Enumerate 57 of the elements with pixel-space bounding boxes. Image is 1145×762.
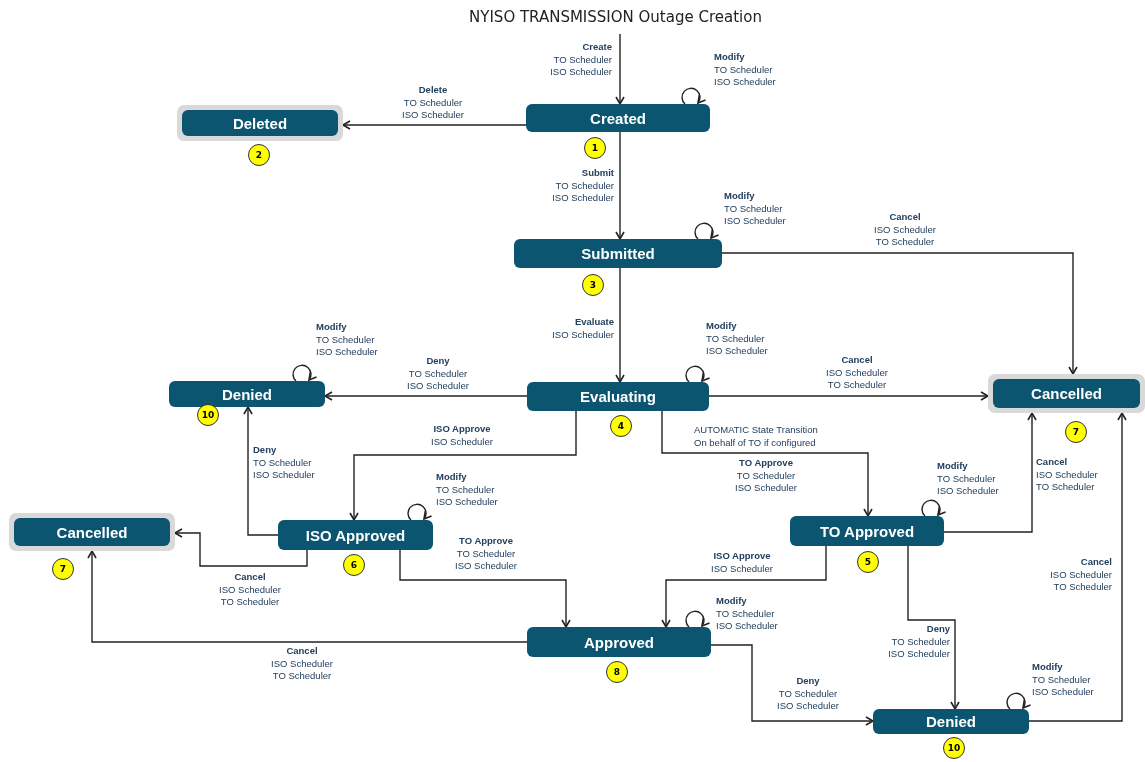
state-box [790, 516, 944, 546]
transition-arrow [324, 391, 528, 401]
state-number: 7 [52, 558, 74, 580]
state-name: Deleted [232, 114, 288, 132]
self-loop-arrow [685, 610, 711, 628]
transition-arrow [1028, 412, 1127, 722]
state-box [514, 239, 722, 268]
state-number: 5 [857, 551, 879, 573]
state-number: 10 [197, 404, 219, 426]
state-number: 1 [584, 137, 606, 159]
state-name: Evaluating [580, 388, 656, 405]
transition-arrow [710, 644, 874, 726]
state-number: 6 [343, 554, 365, 576]
state-name: Denied [926, 713, 976, 730]
transition-arrow [907, 545, 960, 710]
state-name: Cancelled [56, 523, 128, 541]
self-loop-arrow [681, 87, 707, 105]
transition-arrow [342, 120, 527, 130]
transition-arrow [243, 406, 279, 536]
state-name: ISO Approved [305, 526, 406, 544]
self-loop-arrow [921, 499, 947, 517]
transition-arrow [943, 412, 1037, 533]
state-box [527, 627, 711, 657]
self-loop-arrow [1006, 692, 1032, 710]
transition-arrow [174, 528, 308, 567]
state-number: 7 [1065, 421, 1087, 443]
state-number: 4 [610, 415, 632, 437]
state-number: 2 [248, 144, 270, 166]
self-loop-arrow [292, 364, 318, 382]
state-name: Approved [584, 633, 654, 651]
transition-arrow [708, 391, 989, 401]
state-box [527, 382, 709, 411]
state-number: 3 [582, 274, 604, 296]
state-name: Submitted [581, 245, 655, 262]
transition-arrow [87, 550, 528, 643]
transition-arrow [661, 410, 873, 517]
self-loop-arrow [694, 222, 720, 240]
state-box [169, 381, 325, 407]
state-name: TO Approved [819, 522, 915, 540]
state-box [278, 520, 433, 550]
state-name: Denied [222, 385, 272, 403]
transition-arrow [399, 549, 571, 628]
state-box [526, 104, 710, 132]
transition-arrow [615, 267, 625, 383]
transition-arrow [721, 252, 1078, 375]
state-name: Cancelled [1031, 385, 1102, 402]
transition-arrow [615, 33, 625, 105]
state-number: 8 [606, 661, 628, 683]
transition-arrow [349, 410, 577, 521]
state-name: Created [590, 109, 646, 127]
self-loop-arrow [407, 503, 433, 521]
transition-arrow [615, 131, 625, 240]
state-number: 10 [943, 737, 965, 759]
transition-arrow [661, 545, 827, 628]
state-box [873, 709, 1029, 734]
diagram-title: NYISO TRANSMISSION Outage Creation [469, 8, 762, 26]
self-loop-arrow [685, 365, 711, 383]
